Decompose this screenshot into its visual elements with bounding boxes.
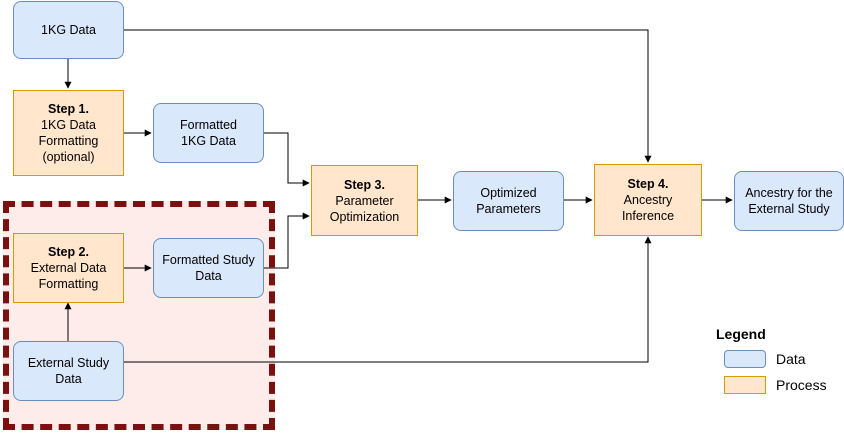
node-label-line: Ancestry for the [745,186,833,200]
node-ancestry-for-external-study: Ancestry for the External Study [734,171,844,231]
node-step3-parameter-optimization: Step 3. Parameter Optimization [311,165,418,236]
edge-formatted-1kg-to-step3 [264,132,310,187]
legend-swatch-process [724,376,766,394]
node-label-line: 1KG Data [41,118,96,132]
node-label-line: 1KG Data [41,23,96,37]
node-label-line: Optimization [329,209,400,224]
node-label-line: External Data [30,261,107,275]
node-label-line: Ancestry [623,193,673,207]
node-step1-1kg-formatting: Step 1. 1KG Data Formatting (optional) [13,90,124,176]
node-label-line: (optional) [42,150,95,164]
node-1kg-data: 1KG Data [13,1,124,59]
node-label-line: Optimized [480,186,537,200]
node-label-line: Formatting [38,134,99,148]
edge-formatted-study-to-step3 [264,212,310,269]
legend: Legend Data Process [716,326,840,404]
node-label-line: Data [55,372,82,386]
legend-swatch-data [724,350,766,368]
node-label-line: Parameters [476,202,541,216]
legend-title: Legend [716,326,766,342]
node-label-line: Formatted Study [162,253,255,267]
legend-label-data: Data [776,351,806,367]
node-label-line: Formatted [180,118,237,132]
node-label-line: External Study [27,356,110,370]
step-title: Step 1. [48,102,89,116]
step-title: Step 3. [344,177,385,192]
edge-1kg-to-step4 [124,29,652,163]
node-formatted-study-data: Formatted Study Data [153,238,264,298]
node-label-line: Formatting [38,277,99,291]
node-optimized-parameters: Optimized Parameters [453,171,564,231]
node-external-study-data: External Study Data [13,341,124,401]
node-step4-ancestry-inference: Step 4. Ancestry Inference [594,164,702,236]
edge-external-study-to-step4 [124,236,652,363]
node-label-line: 1KG Data [181,134,236,148]
step-title: Step 2. [48,245,89,259]
legend-label-process: Process [776,377,827,393]
node-label-line: Inference [621,209,675,223]
node-step2-external-data-formatting: Step 2. External Data Formatting [13,233,124,303]
step-title: Step 4. [627,177,669,191]
node-label-line: Parameter [335,193,394,208]
node-label-line: External Study [748,202,830,216]
node-formatted-1kg-data: Formatted 1KG Data [153,103,264,163]
node-label-line: Data [195,269,222,283]
